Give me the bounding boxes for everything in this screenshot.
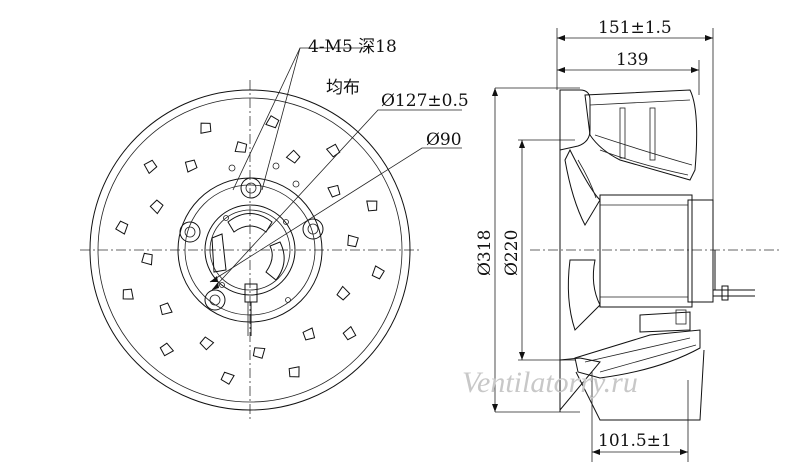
- mounting-boss: [204, 289, 226, 311]
- watermark: Ventilatorry.ru: [462, 366, 638, 399]
- cable-clip: [721, 285, 729, 301]
- blade-slot: [234, 141, 248, 153]
- outer-disc-inner-circle: [97, 97, 403, 403]
- blade-slot: [325, 143, 341, 158]
- mounting-boss: [240, 177, 262, 199]
- blade-slots: [115, 115, 385, 385]
- hub-inner-circle: [184, 184, 316, 316]
- blade-line: [577, 159, 597, 199]
- dia90-label: Ø90: [426, 130, 462, 150]
- upper-blade-outline: [584, 89, 698, 181]
- dia318-label: Ø318: [475, 230, 495, 276]
- blade-slot: [265, 115, 280, 129]
- arrow: [557, 35, 565, 41]
- blade-slot: [342, 325, 357, 341]
- blade-rib: [619, 107, 626, 159]
- holes-note-label: 均布: [326, 78, 360, 98]
- blade-slot: [184, 159, 198, 173]
- hub-small-hole: [285, 297, 291, 303]
- blade-line: [594, 134, 693, 166]
- blade-slot: [159, 302, 173, 316]
- motor-left-cutout: [211, 233, 227, 273]
- lower-shroud: [575, 349, 705, 421]
- blade-slot: [220, 371, 235, 385]
- dia127-label: Ø127±0.5: [381, 91, 469, 111]
- blade-slot: [327, 184, 341, 198]
- top-shroud-lip: [559, 89, 591, 151]
- cable-gland: [244, 283, 258, 303]
- hub-small-hole: [272, 162, 280, 170]
- arrow: [492, 404, 498, 412]
- blade-line: [584, 337, 691, 363]
- blade-rib: [649, 107, 656, 161]
- mounting-bosses: [179, 177, 324, 311]
- hub-small-hole: [283, 219, 289, 225]
- blade-line: [589, 99, 691, 106]
- blade-slot: [285, 149, 301, 164]
- blade-slot: [141, 252, 153, 266]
- upper-inner-blade: [564, 148, 601, 227]
- motor-inner-circle: [209, 209, 291, 291]
- dia127-arrow: [212, 282, 219, 290]
- mounting-boss: [302, 218, 324, 240]
- arrow: [680, 449, 688, 455]
- arrow: [691, 67, 699, 73]
- blade-slot: [200, 122, 212, 134]
- blade-slot: [347, 234, 359, 248]
- dia90-arrow: [210, 276, 218, 282]
- blade-slot: [252, 347, 266, 359]
- arrow: [519, 352, 525, 360]
- bracket-bolt: [675, 309, 687, 325]
- blade-slot: [336, 285, 351, 301]
- blade-slot: [143, 159, 158, 175]
- blade-slot: [122, 288, 134, 300]
- dia90-leader-line: [209, 147, 462, 283]
- motor-flange: [687, 199, 714, 303]
- motor-body: [599, 194, 693, 308]
- outer-disc-circle: [89, 89, 411, 411]
- width-139-label: 139: [616, 50, 648, 70]
- blade-slot: [149, 199, 164, 215]
- blade-line: [599, 149, 689, 176]
- arrow: [592, 449, 600, 455]
- hub-small-hole: [292, 180, 300, 188]
- hub-small-hole: [219, 282, 225, 288]
- lower-inner-blade: [567, 259, 601, 331]
- front-view: 4-M5 深18 均布 Ø127±0.5 Ø90: [80, 37, 469, 420]
- side-view: 151±1.5 139 Ø318 Ø220: [475, 18, 780, 462]
- blade-slot: [366, 200, 378, 212]
- arrow: [557, 67, 565, 73]
- blade-slot: [288, 366, 300, 378]
- blade-slot: [159, 342, 175, 357]
- blade-slot: [115, 220, 129, 235]
- holes-leader-line-2: [232, 47, 301, 191]
- motor-right-cutout: [265, 241, 285, 281]
- dia220-label: Ø220: [502, 230, 522, 276]
- dia127-leader-line: [211, 109, 462, 291]
- bottom-shroud-lip: [559, 357, 601, 412]
- depth-101-label: 101.5±1: [598, 431, 672, 451]
- arrow: [492, 88, 498, 96]
- holes-label: 4-M5 深18: [308, 37, 397, 57]
- hub-small-hole: [223, 215, 229, 221]
- hub-small-hole: [228, 164, 236, 172]
- blade-line: [599, 344, 697, 373]
- lower-blade-outline: [574, 329, 701, 379]
- mounting-boss: [179, 221, 201, 243]
- width-total-label: 151±1.5: [598, 18, 672, 38]
- blade-slot: [199, 336, 215, 351]
- blade-slot: [302, 327, 316, 341]
- motor-circle: [204, 204, 296, 296]
- mount-bracket: [639, 311, 691, 333]
- blade-slot: [371, 265, 385, 280]
- arrow: [519, 140, 525, 148]
- arrow: [705, 35, 713, 41]
